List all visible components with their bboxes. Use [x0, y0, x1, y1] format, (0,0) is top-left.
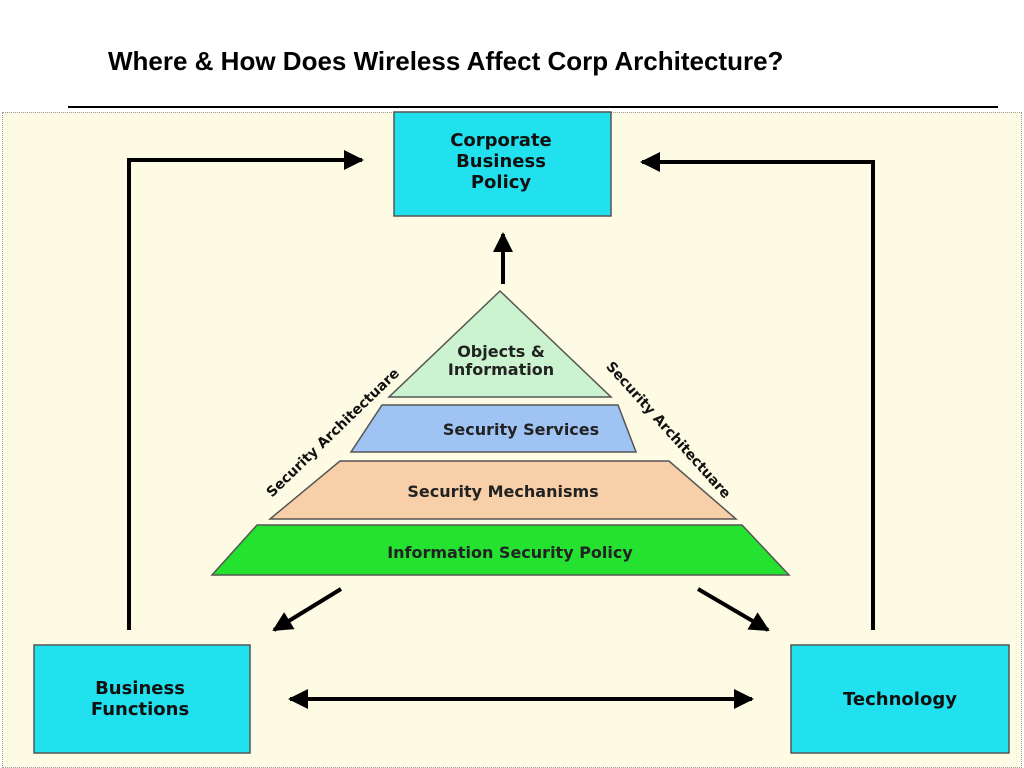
information-security-policy-label: Information Security Policy [387, 543, 633, 562]
security-mechanisms-label: Security Mechanisms [407, 482, 598, 501]
business-functions-line-1: Business [95, 678, 185, 699]
pyramid-tier-objects: Objects & Information [387, 289, 613, 398]
technology-box: Technology [790, 644, 1010, 754]
pyramid-tier-security-services: Security Services [349, 404, 638, 453]
technology-label: Technology [843, 689, 957, 710]
objects-line-2: Information [448, 360, 554, 379]
pyramid-tier-information-security-policy: Information Security Policy [210, 524, 791, 576]
corporate-policy-line-1: Corporate [450, 130, 552, 151]
business-functions-box: Business Functions [33, 644, 251, 754]
corporate-business-policy-box: Corporate Business Policy [393, 111, 612, 217]
business-functions-line-2: Functions [91, 699, 189, 720]
corporate-policy-line-3: Policy [471, 172, 532, 193]
right-loop-arrow [640, 152, 875, 630]
down-left-arrow [272, 587, 343, 632]
down-right-arrow [696, 587, 770, 632]
slide-title: Where & How Does Wireless Affect Corp Ar… [108, 46, 784, 76]
left-loop-arrow [127, 150, 364, 630]
title-divider [68, 106, 998, 108]
security-services-label: Security Services [443, 420, 599, 439]
objects-line-1: Objects & [457, 342, 545, 361]
corporate-policy-line-2: Business [456, 151, 546, 172]
pyramid-tier-security-mechanisms: Security Mechanisms [267, 460, 739, 520]
